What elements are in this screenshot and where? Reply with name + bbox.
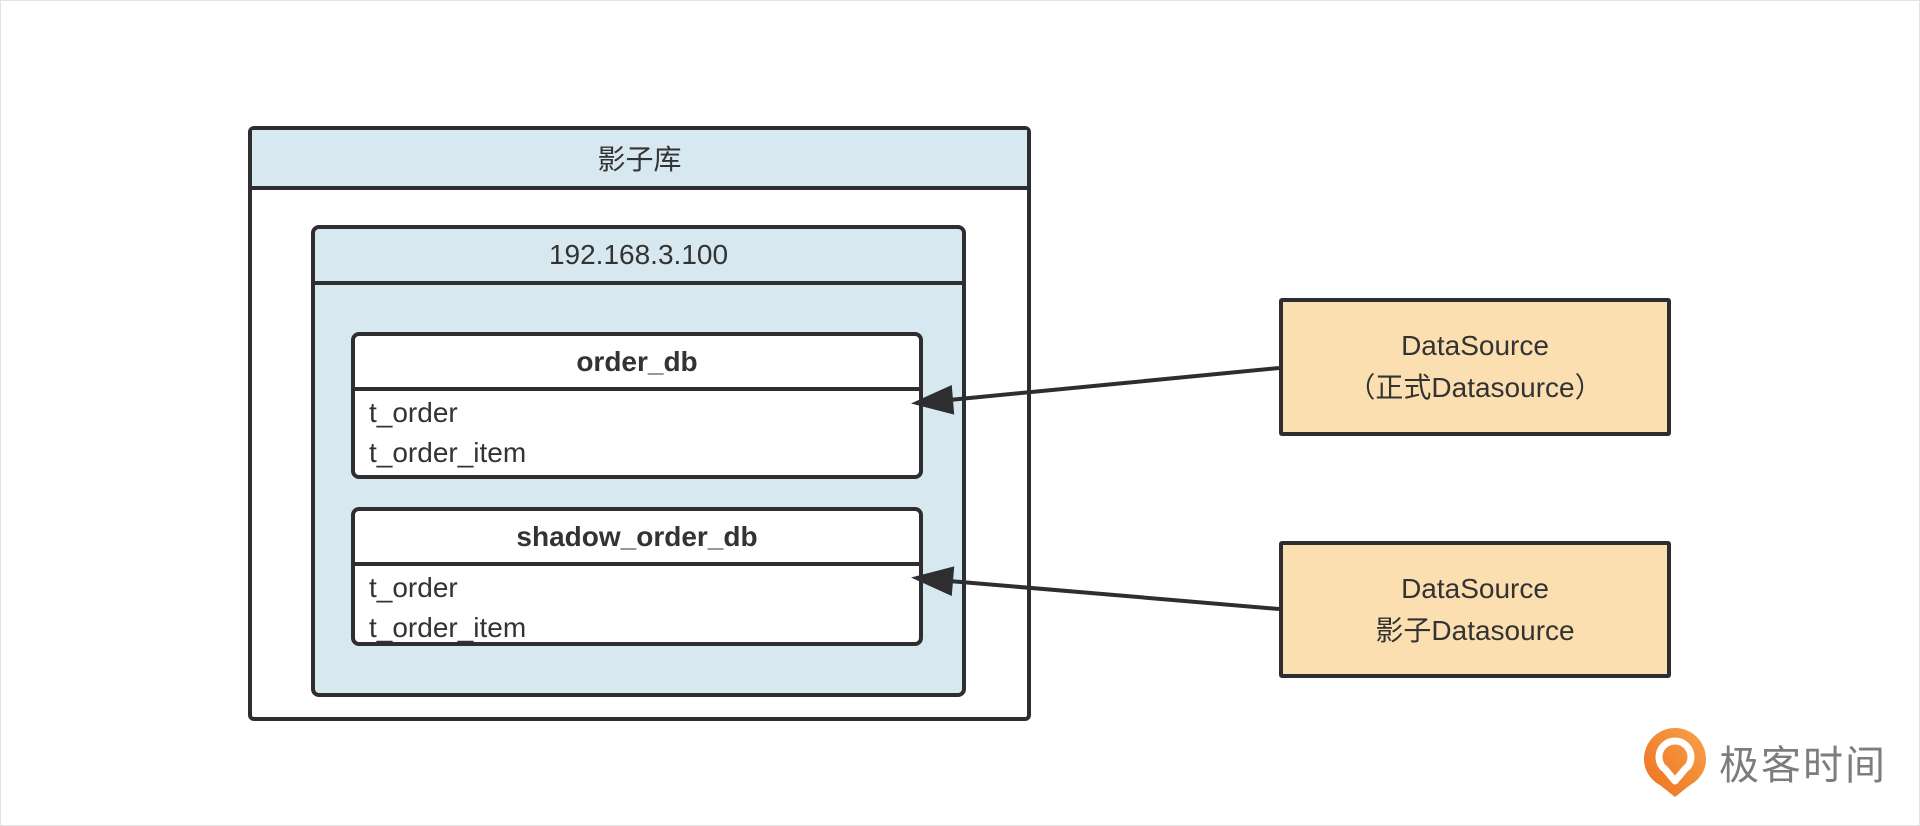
shadow-order-db-title: shadow_order_db xyxy=(355,511,919,566)
datasource-main-box: DataSource （正式Datasource） xyxy=(1279,298,1671,436)
datasource-main-line1: DataSource xyxy=(1401,330,1549,361)
shadow-db-title-bar: 影子库 xyxy=(252,130,1027,190)
geektime-logo: 极客时间 xyxy=(1643,727,1887,797)
datasource-main-line2: （正式Datasource） xyxy=(1347,372,1603,403)
order-db-box: order_db t_order t_order_item xyxy=(351,332,923,479)
shadow-db-title: 影子库 xyxy=(597,144,682,175)
order-db-tables: t_order t_order_item xyxy=(355,391,919,473)
server-ip-label: 192.168.3.100 xyxy=(548,239,729,270)
geektime-pin-icon xyxy=(1644,728,1706,797)
shadow-order-db-tables: t_order t_order_item xyxy=(355,566,919,648)
shadow-order-db-box: shadow_order_db t_order t_order_item xyxy=(351,507,923,646)
table-name: t_order xyxy=(369,397,458,428)
datasource-shadow-line1: DataSource xyxy=(1401,572,1549,604)
order-db-title: order_db xyxy=(355,336,919,391)
datasource-shadow-box: DataSource 影子Datasource xyxy=(1279,541,1671,678)
geektime-logo-text: 极客时间 xyxy=(1719,744,1887,788)
table-name: t_order xyxy=(369,572,458,603)
table-name: t_order_item xyxy=(369,437,527,468)
server-title-bar: 192.168.3.100 xyxy=(315,229,962,285)
table-name: t_order_item xyxy=(369,612,527,643)
datasource-shadow-line2: 影子Datasource xyxy=(1375,614,1575,646)
